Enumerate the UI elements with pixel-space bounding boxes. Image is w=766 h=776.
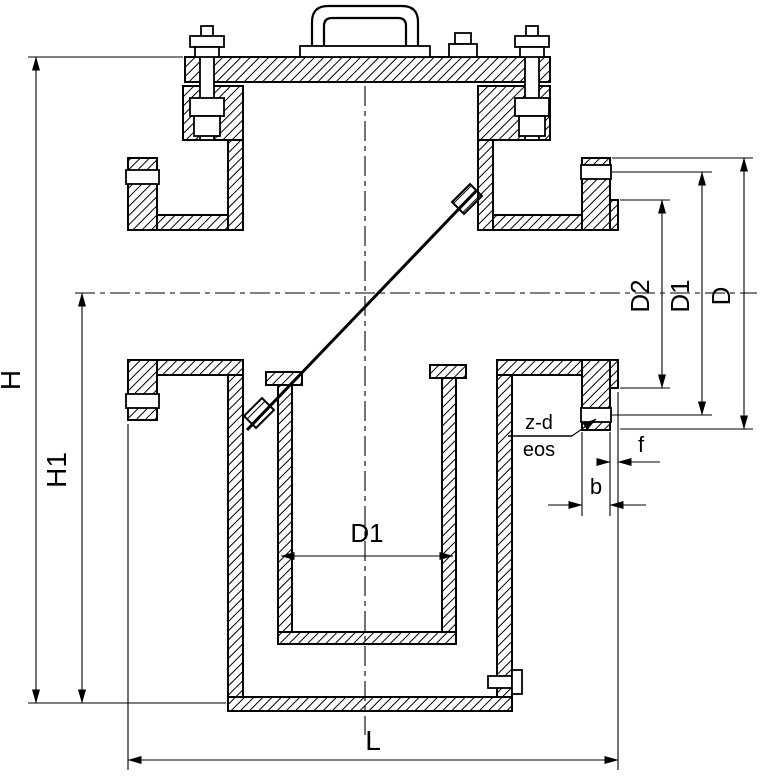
cover-bolt-left <box>189 25 225 141</box>
basket-wall-left <box>277 384 293 633</box>
bottom-plate <box>227 696 513 712</box>
dim-H1: H1 <box>41 292 86 704</box>
lifting-handle <box>299 4 431 58</box>
cover-plug <box>448 32 478 58</box>
bolt-nut-bottom2 <box>193 115 221 137</box>
raised-face-bottom <box>609 359 619 389</box>
bolt-nut-top <box>189 35 225 48</box>
right-flange-bolt-hole-top <box>580 164 612 180</box>
inlet-bottom-wall <box>156 359 244 376</box>
bolt-nut-top2 <box>519 46 545 58</box>
handle-outer <box>310 4 420 46</box>
dim-b: b <box>548 432 646 516</box>
leader-line <box>571 418 597 437</box>
dim-label-b: b <box>590 474 602 499</box>
dim-f: f <box>596 432 660 516</box>
inlet-top-wall <box>156 214 229 231</box>
bolt-nut-bottom <box>514 97 550 117</box>
bolt-nut-bottom <box>189 97 225 117</box>
bolt-note-zd: z-d <box>525 412 553 434</box>
drain-plug <box>487 669 523 695</box>
outlet-bottom-wall <box>496 359 583 376</box>
bolt-nut-top <box>514 35 550 48</box>
left-flange-lower <box>127 359 158 421</box>
basket-bottom <box>277 631 457 645</box>
handle-base <box>299 45 431 58</box>
dim-D2: D2 <box>620 199 670 389</box>
dim-D: D <box>612 157 753 430</box>
bolt-nut-bottom2 <box>518 115 546 137</box>
plug-base <box>448 43 478 58</box>
basket-seat-right <box>429 364 467 379</box>
handle-inner <box>322 16 408 46</box>
outlet-top-wall <box>492 214 583 231</box>
flange-bolt-holes <box>125 164 612 423</box>
bolt-note: z-d eos <box>508 412 597 461</box>
dim-label-D1-flange: D1 <box>665 279 695 312</box>
dim-D1-basket: D1 <box>280 518 454 560</box>
dim-label-D: D <box>706 287 736 306</box>
dim-label-H1: H1 <box>41 452 72 488</box>
neck-wall-right <box>477 139 494 231</box>
dim-label-f: f <box>638 432 645 457</box>
screen-seat-upper <box>450 182 484 216</box>
cover-bolt-right <box>514 25 550 141</box>
left-flange-upper <box>127 157 158 231</box>
drain-head <box>511 669 523 695</box>
dim-H: H <box>0 56 226 704</box>
vessel-body <box>127 56 619 712</box>
raised-face-top <box>609 199 619 231</box>
drain-shank <box>487 675 513 689</box>
dim-D1-flange: D1 <box>612 171 712 416</box>
dim-label-D2: D2 <box>625 279 655 312</box>
screen-seat-lower <box>242 396 276 430</box>
dim-label-L: L <box>365 725 381 756</box>
bolt-nut-top2 <box>194 46 220 58</box>
basket-wall-right <box>441 377 457 633</box>
left-flange-bolt-hole-bottom <box>125 393 160 409</box>
dim-label-D1-basket: D1 <box>350 518 383 548</box>
dim-label-H: H <box>0 370 26 390</box>
dim-L: L <box>127 392 619 770</box>
plug-head <box>454 32 472 45</box>
screen-diagonal <box>245 188 479 432</box>
cover-plate <box>184 56 551 83</box>
left-flange-bolt-hole-top <box>125 169 160 185</box>
neck-wall-left <box>227 139 244 231</box>
body-wall-right <box>496 374 513 698</box>
body-wall-left <box>227 374 244 698</box>
right-flange-bolt-hole-bottom <box>580 407 612 423</box>
bolt-note-eos: eos <box>523 439 555 461</box>
